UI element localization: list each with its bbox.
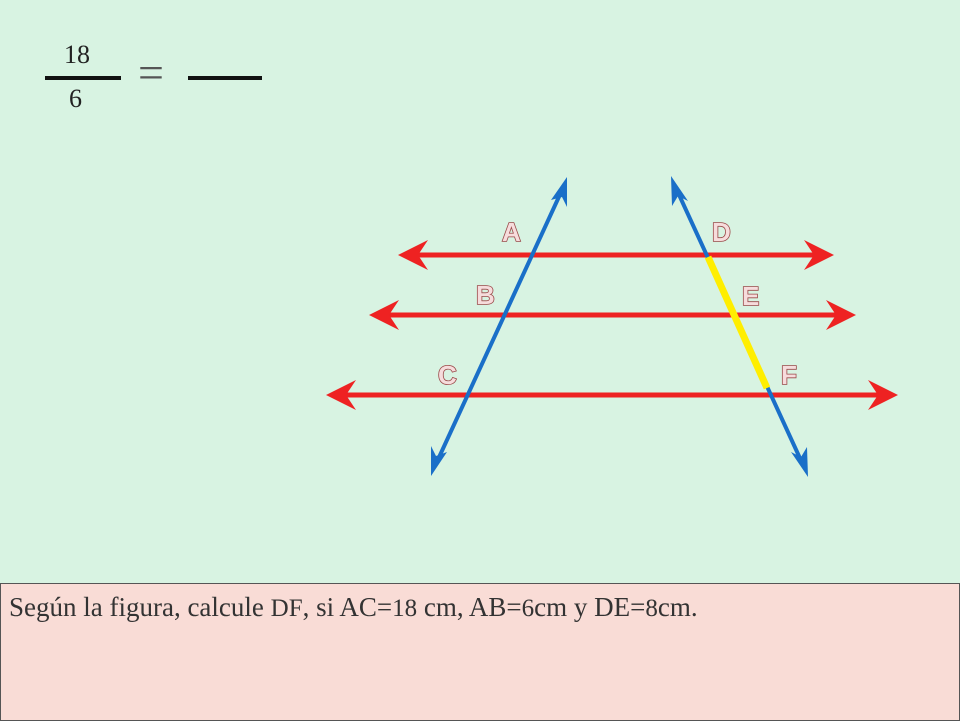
fraction-numerator: 18 [64,40,90,69]
problem-de-value: 8 [645,595,658,622]
label-point-b: B [476,280,495,310]
label-point-c: C [438,360,457,390]
problem-statement-box: Según la figura, calcule DF, si AC=18 cm… [0,583,960,721]
problem-ac-value: 18 [392,595,418,622]
fraction-denominator: 6 [69,84,82,113]
parallel-line-3 [326,380,898,410]
equals-sign: = [138,47,164,98]
problem-given-prefix: , si AC= [302,592,393,622]
label-point-f: F [781,360,797,390]
label-point-e: E [742,281,759,311]
fraction-bar [45,76,121,80]
label-point-a: A [502,217,521,247]
problem-target: DF [270,595,303,622]
parallel-line-2 [369,300,856,330]
transversal-left [431,177,567,476]
problem-ab-prefix: cm, AB= [417,592,522,622]
problem-ab-value: 6 [521,595,535,622]
problem-intro: Según la figura, calcule [9,592,271,622]
problem-statement: Según la figura, calcule DF, si AC=18 cm… [9,592,698,623]
label-point-d: D [712,217,731,247]
problem-suffix: cm. [657,592,698,622]
problem-de-prefix: cm y DE= [534,592,646,622]
segment-df-highlight [704,255,771,390]
parallel-line-1 [398,240,834,270]
blank-fraction-bar [188,76,262,80]
